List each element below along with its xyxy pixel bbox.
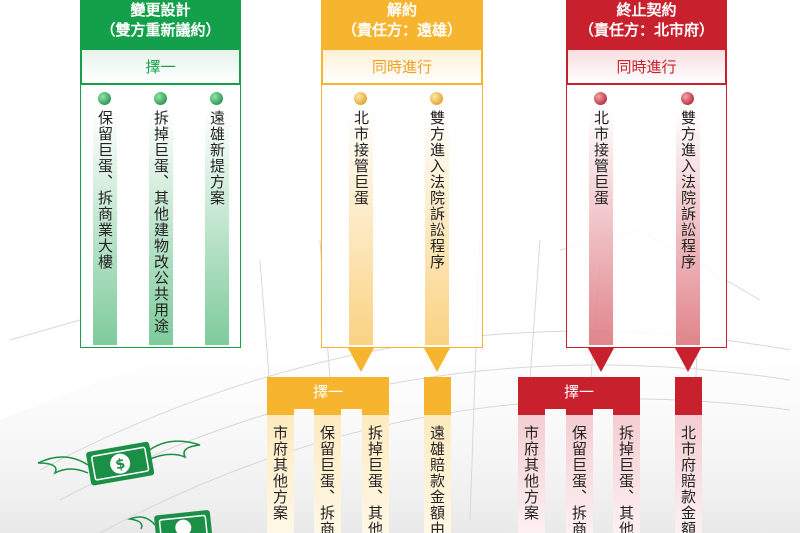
header-title: 解約	[386, 1, 417, 19]
compensation-text: 遠雄賠款金額由	[428, 425, 446, 533]
lower-column	[675, 377, 702, 533]
header-terminate-yuanxiong: 解約 （責任方：遠雄）	[321, 0, 483, 48]
choose-one-label: 擇一	[80, 48, 241, 85]
down-arrow-icon	[424, 348, 450, 372]
lower-column	[566, 409, 593, 533]
lower-column	[613, 409, 640, 533]
option-column	[149, 110, 173, 345]
money-bill-icon	[127, 510, 213, 533]
red-dot-icon	[681, 92, 694, 105]
lower-column	[518, 409, 545, 533]
header-subtitle: （雙方重新議約）	[100, 21, 221, 39]
option-text: 雙方進入法院訴訟程序	[428, 110, 446, 270]
option-column	[425, 110, 449, 345]
lower-option-text: 拆掉巨蛋、其他	[366, 425, 384, 533]
lower-column	[314, 409, 341, 533]
down-arrow-icon	[675, 348, 701, 372]
option-column	[205, 110, 229, 345]
option-text: 保留巨蛋、拆商業大樓	[96, 110, 114, 270]
header-change-design: 變更設計 （雙方重新議約）	[80, 0, 241, 48]
green-dot-icon	[98, 92, 111, 105]
lower-option-text: 保留巨蛋、拆商	[318, 425, 336, 533]
money-bill-icon: $	[37, 440, 201, 486]
orange-dot-icon	[430, 92, 443, 105]
lower-column	[362, 409, 389, 533]
option-column	[93, 110, 117, 345]
option-column	[349, 110, 373, 345]
svg-text:$: $	[114, 456, 126, 473]
green-dot-icon	[154, 92, 167, 105]
header-subtitle: （責任方：北市府）	[578, 21, 714, 39]
option-column	[589, 110, 613, 345]
header-title: 終止契約	[616, 1, 677, 19]
option-text: 北市接管巨蛋	[352, 110, 370, 206]
down-arrow-icon	[588, 348, 614, 372]
header-subtitle: （責任方：遠雄）	[341, 21, 462, 39]
simultaneous-label: 同時進行	[566, 48, 727, 85]
lower-column	[424, 377, 451, 533]
option-text: 雙方進入法院訴訟程序	[679, 110, 697, 270]
down-arrow-icon	[348, 348, 374, 372]
lower-option-text: 拆掉巨蛋、其他	[617, 425, 635, 533]
compensation-text: 北市府賠款金額	[679, 425, 697, 533]
panel-terminate-yuanxiong	[321, 85, 483, 348]
lower-column	[267, 409, 294, 533]
lower-option-text: 保留巨蛋、拆商	[570, 425, 588, 533]
header-title: 變更設計	[130, 1, 191, 19]
header-end-contract-city: 終止契約 （責任方：北市府）	[566, 0, 727, 48]
choose-one-red: 擇一	[518, 377, 640, 409]
simultaneous-label: 同時進行	[321, 48, 483, 85]
lower-option-text: 市府其他方案	[522, 425, 540, 521]
option-text: 遠雄新提方案	[208, 110, 226, 206]
option-text: 拆掉巨蛋、其他建物改公共用途	[152, 110, 170, 334]
orange-dot-icon	[354, 92, 367, 105]
red-dot-icon	[594, 92, 607, 105]
lower-option-text: 市府其他方案	[271, 425, 289, 521]
option-text: 北市接管巨蛋	[592, 110, 610, 206]
option-column	[676, 110, 700, 345]
choose-one-orange: 擇一	[267, 377, 389, 409]
green-dot-icon	[210, 92, 223, 105]
